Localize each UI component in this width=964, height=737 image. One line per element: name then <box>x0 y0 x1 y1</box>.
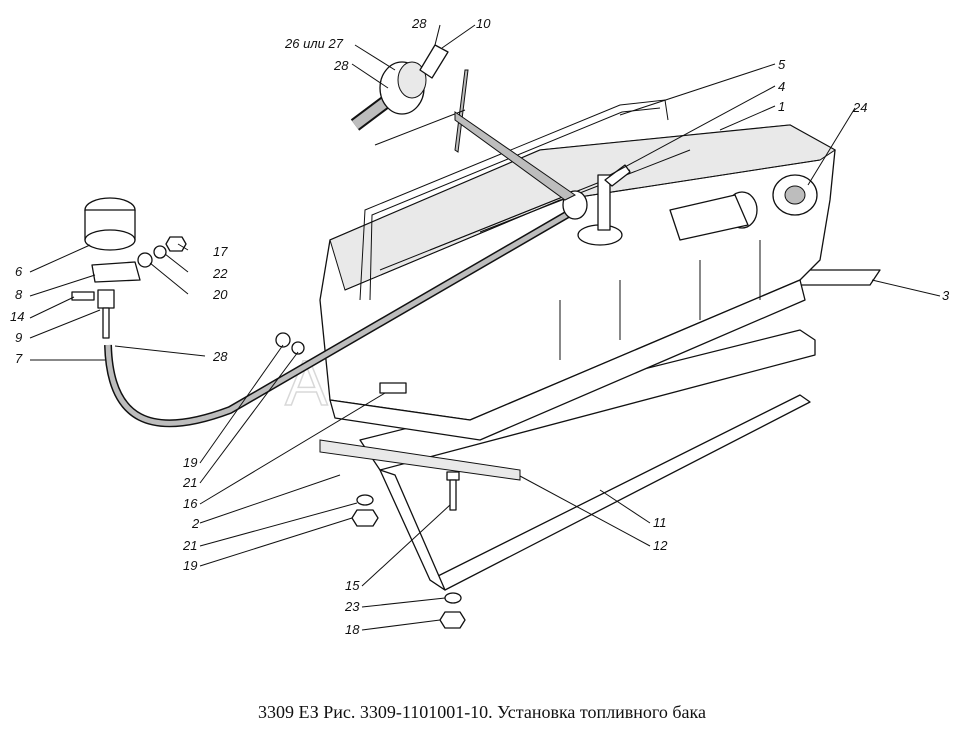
callout-7: 7 <box>15 351 23 366</box>
callout-labels: 26 или 27 28 10 28 5 4 1 24 6 17 22 20 8… <box>10 16 950 637</box>
figure-caption: 3309 ЕЗ Рис. 3309-1101001-10. Установка … <box>258 702 706 722</box>
leader-lines <box>29 24 941 631</box>
callout-20: 20 <box>212 287 228 302</box>
callout-6: 6 <box>15 264 23 279</box>
callout-16: 16 <box>183 496 198 511</box>
callout-19-lower: 19 <box>183 558 197 573</box>
callout-28-left: 28 <box>333 58 349 73</box>
fasteners-lower <box>275 332 466 629</box>
callout-3: 3 <box>942 288 950 303</box>
callout-23: 23 <box>344 599 360 614</box>
fuel-tank-body <box>319 99 836 441</box>
callout-9: 9 <box>15 330 22 345</box>
callout-5: 5 <box>778 57 786 72</box>
connector-detail <box>350 44 576 201</box>
fasteners-17-22-20 <box>137 236 187 268</box>
callout-19-upper: 19 <box>183 455 197 470</box>
callout-14: 14 <box>10 309 24 324</box>
fuel-hose-7 <box>104 190 588 428</box>
callout-22: 22 <box>212 266 228 281</box>
callout-28-top: 28 <box>411 16 427 31</box>
callout-2: 2 <box>191 516 200 531</box>
callout-15: 15 <box>345 578 360 593</box>
fuel-sender-4 <box>577 164 631 246</box>
callout-26-or-27: 26 или 27 <box>284 36 344 51</box>
callout-17: 17 <box>213 244 228 259</box>
callout-8: 8 <box>15 287 23 302</box>
callout-21-lower: 21 <box>182 538 197 553</box>
callout-11: 11 <box>653 515 667 530</box>
callout-1: 1 <box>778 99 785 114</box>
filler-cap-24 <box>669 174 818 241</box>
callout-10: 10 <box>476 16 491 31</box>
callout-18: 18 <box>345 622 360 637</box>
callout-28-mid: 28 <box>212 349 228 364</box>
callout-4: 4 <box>778 79 785 94</box>
breather-assembly <box>71 197 141 339</box>
callout-12: 12 <box>653 538 668 553</box>
callout-21-upper: 21 <box>182 475 197 490</box>
callout-24: 24 <box>852 100 867 115</box>
